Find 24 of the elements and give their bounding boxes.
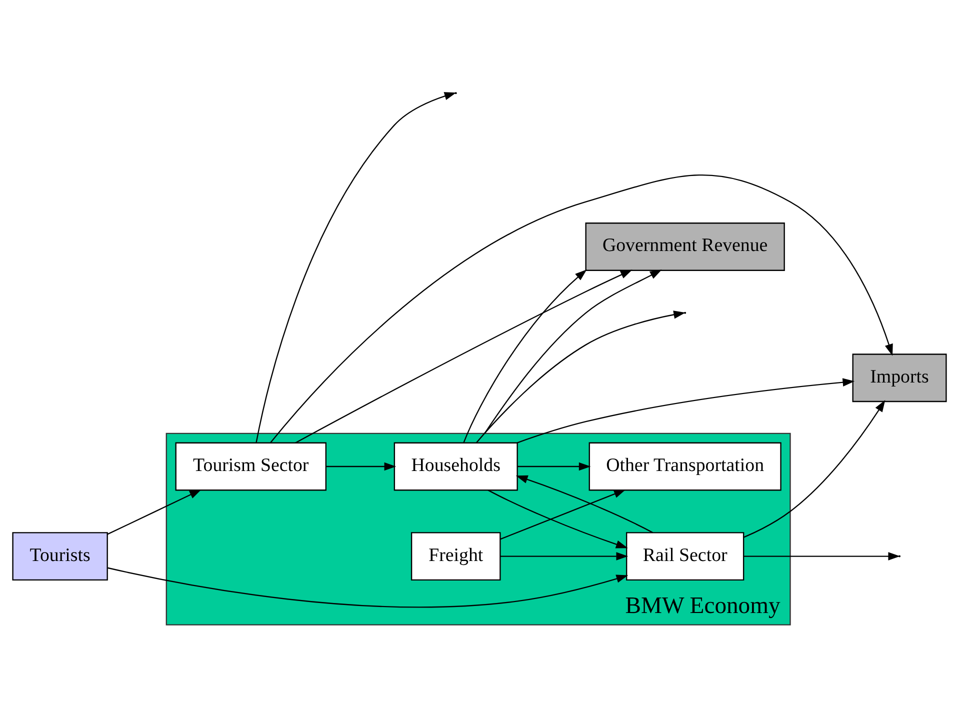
arrow	[270, 174, 893, 443]
arrow	[476, 310, 686, 442]
arrow	[518, 462, 591, 470]
arrow	[108, 566, 628, 608]
arrow	[517, 378, 855, 443]
arrow	[516, 474, 654, 533]
node-box: Freight	[410, 532, 501, 580]
node-box: Government Revenue	[585, 222, 785, 270]
node-box: Rail Sector	[626, 532, 744, 580]
arrow	[484, 269, 662, 434]
node-box: Households	[394, 442, 518, 490]
arrow	[107, 489, 202, 534]
arrow	[500, 552, 628, 560]
arrow	[488, 489, 628, 548]
arrow	[500, 489, 626, 540]
arrow	[744, 552, 900, 560]
node-box: Tourism Sector	[175, 442, 326, 490]
node-box: Other Transportation	[588, 442, 782, 490]
arrow	[463, 269, 587, 442]
arrow	[295, 269, 632, 443]
node-box: Tourists	[12, 532, 108, 580]
arrow	[326, 462, 396, 470]
node-box: Imports	[852, 353, 947, 402]
arrow	[744, 400, 886, 538]
